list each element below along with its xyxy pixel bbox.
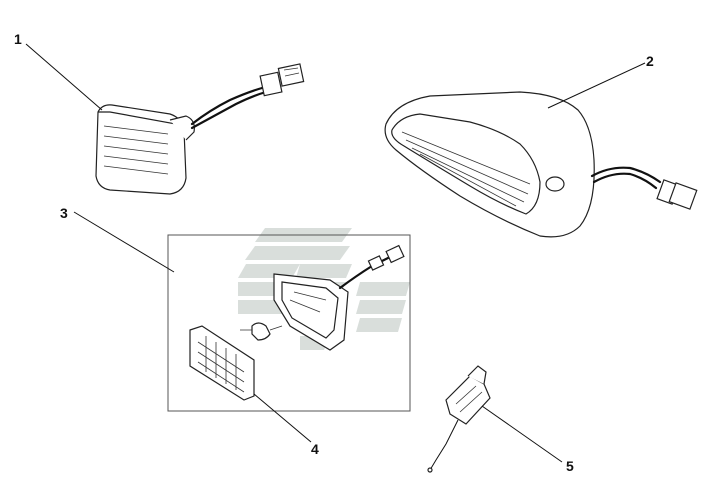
part-3-assembly-frame [167, 234, 411, 412]
callout-4: 4 [311, 441, 319, 457]
part-2-stop-lamp [384, 91, 698, 238]
callout-5: 5 [566, 458, 574, 474]
callout-1: 1 [14, 31, 22, 47]
leader-lines [25, 43, 646, 463]
part-4-lens [189, 325, 255, 401]
callout-2: 2 [646, 53, 654, 69]
part-5-switch [427, 365, 491, 473]
callout-3: 3 [60, 205, 68, 221]
part-1-side-lamp [95, 63, 305, 195]
